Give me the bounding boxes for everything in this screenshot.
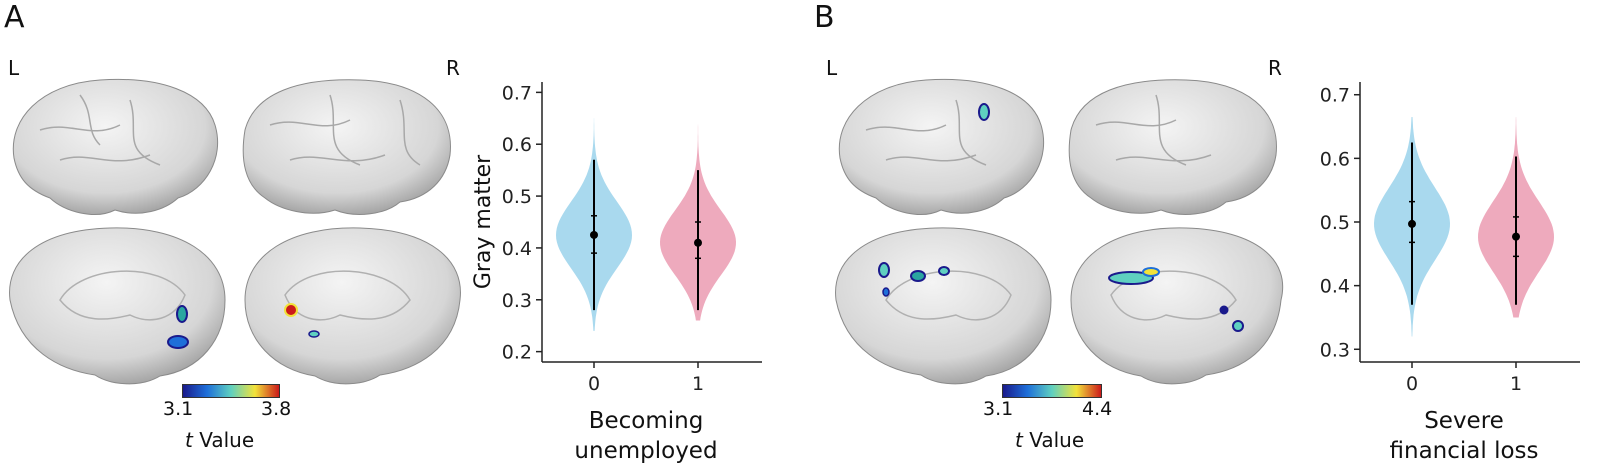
medial-right-brain bbox=[1070, 227, 1284, 385]
panel-a-colorbar-title: t Value bbox=[185, 428, 255, 452]
panel-b-colorbar-title: t Value bbox=[1015, 428, 1085, 452]
panel-b-y-tick-label: 0.7 bbox=[1320, 85, 1350, 107]
panel-b-mean-point-1 bbox=[1512, 232, 1520, 241]
panel-a-x-axis-label-line: unemployed bbox=[574, 438, 717, 464]
panel-b-x-tick-label: 0 bbox=[1406, 373, 1418, 395]
panel-a-colorbar-min: 3.1 bbox=[163, 398, 194, 420]
panel-b-x-axis-label-line: financial loss bbox=[1390, 438, 1539, 464]
panel-a-significant-clusters bbox=[167, 303, 320, 349]
panel-a-y-axis-label: Gray matter bbox=[471, 154, 496, 289]
panel-a-right-hemisphere-label: R bbox=[446, 56, 460, 80]
panel-b-y-tick-label: 0.5 bbox=[1320, 212, 1350, 234]
panel-b-mean-point-0 bbox=[1408, 219, 1416, 228]
panel-b-colorbar-min: 3.1 bbox=[983, 398, 1014, 420]
panel-a-y-tick-label: 0.4 bbox=[502, 238, 532, 260]
panel-a-brain-renderings bbox=[9, 78, 461, 385]
medial-left-brain bbox=[835, 227, 1052, 385]
panel-b-y-tick-label: 0.3 bbox=[1320, 339, 1350, 361]
panel-b-x-axis-label-line: Severe bbox=[1424, 408, 1504, 434]
lateral-right-brain bbox=[1068, 79, 1277, 215]
panel-a-colorbar-max: 3.8 bbox=[261, 398, 292, 420]
panel-b-right-hemisphere-label: R bbox=[1268, 56, 1282, 80]
lateral-left-brain bbox=[12, 78, 219, 215]
panel-a-y-tick-label: 0.2 bbox=[502, 342, 532, 364]
panel-a-x-axis-label-line: Becoming bbox=[589, 408, 704, 434]
panel-b-y-tick-label: 0.4 bbox=[1320, 276, 1350, 298]
medial-right-brain bbox=[244, 227, 461, 385]
panel-b-letter: B bbox=[814, 0, 835, 35]
panel-a-x-tick-label: 1 bbox=[692, 373, 704, 395]
panel-b-y-tick-label: 0.6 bbox=[1320, 148, 1350, 170]
panel-a-mean-point-0 bbox=[590, 230, 598, 239]
panel-b-colorbar bbox=[1002, 384, 1102, 398]
panel-a-colorbar bbox=[182, 384, 280, 398]
panel-b-left-hemisphere-label: L bbox=[826, 56, 838, 80]
panel-b-x-tick-label: 1 bbox=[1510, 373, 1522, 395]
panel-a-x-tick-label: 0 bbox=[588, 373, 600, 395]
lateral-left-brain bbox=[838, 78, 1045, 215]
panel-a-y-tick-label: 0.7 bbox=[502, 82, 532, 104]
panel-a-y-tick-label: 0.6 bbox=[502, 134, 532, 156]
panel-b-significant-clusters bbox=[878, 103, 1244, 332]
panel-a-left-hemisphere-label: L bbox=[8, 56, 20, 80]
panel-a-letter: A bbox=[4, 0, 25, 35]
panel-b-colorbar-max: 4.4 bbox=[1082, 398, 1113, 420]
medial-left-brain bbox=[9, 227, 226, 385]
lateral-right-brain bbox=[242, 79, 451, 215]
panel-a-y-tick-label: 0.3 bbox=[502, 290, 532, 312]
panel-a-y-tick-label: 0.5 bbox=[502, 186, 532, 208]
panel-a-mean-point-1 bbox=[694, 238, 702, 247]
panel-b-brain-renderings bbox=[835, 78, 1284, 385]
